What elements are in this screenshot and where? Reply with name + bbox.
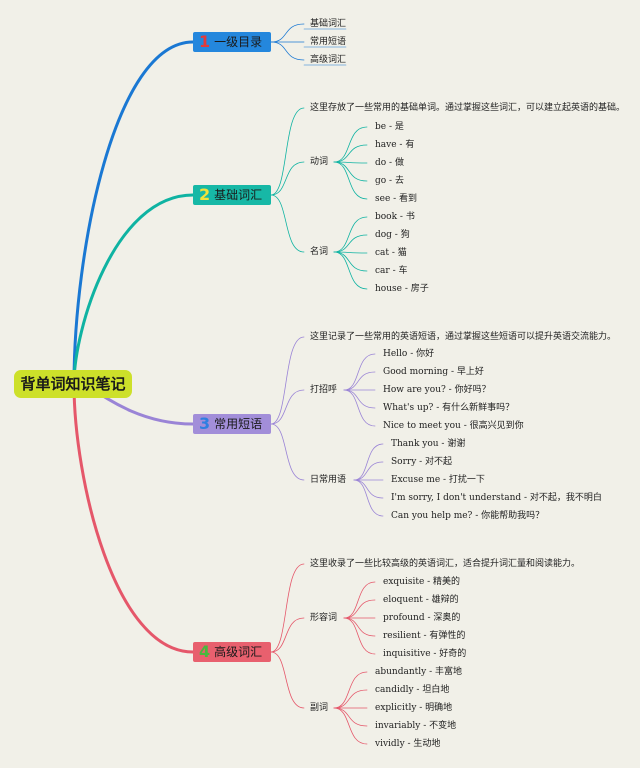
- group-label[interactable]: 副词: [310, 703, 329, 713]
- group-connector: [270, 194, 305, 253]
- item-connector: [333, 234, 368, 253]
- category-label: 基础词汇: [214, 188, 263, 202]
- item-connector: [343, 581, 376, 619]
- group-connector: [270, 389, 305, 425]
- item-connector: [343, 389, 376, 409]
- vocab-item[interactable]: book - 书: [375, 212, 415, 222]
- item-connector: [343, 617, 376, 637]
- vocab-item[interactable]: have - 有: [375, 140, 415, 150]
- vocab-item[interactable]: be - 是: [375, 122, 404, 132]
- vocab-item[interactable]: car - 车: [375, 266, 408, 276]
- branch-line-2: [72, 193, 195, 386]
- vocab-item[interactable]: What's up? - 有什么新鲜事吗？: [383, 403, 515, 413]
- vocab-item[interactable]: inquisitive - 好奇的: [383, 649, 467, 659]
- category-number: 4: [199, 642, 211, 661]
- vocab-item[interactable]: abundantly - 丰富地: [375, 667, 462, 677]
- item-connector: [333, 689, 368, 709]
- directory-leaf[interactable]: 基础词汇: [310, 19, 347, 29]
- group-connector: [270, 617, 305, 653]
- item-connector: [353, 443, 384, 481]
- vocab-item[interactable]: How are you? - 你好吗？: [383, 385, 491, 395]
- vocab-item[interactable]: Can you help me? - 你能帮助我吗？: [391, 511, 545, 521]
- vocab-item[interactable]: dog - 狗: [375, 230, 410, 240]
- vocab-item[interactable]: Thank you - 谢谢: [391, 439, 466, 449]
- item-connector: [353, 461, 384, 481]
- group-connector: [270, 651, 305, 709]
- item-connector: [333, 161, 368, 182]
- vocab-item[interactable]: Sorry - 对不起: [391, 457, 453, 467]
- leaf-connector: [270, 41, 305, 61]
- branch-description: 这里存放了一些常用的基础单词。通过掌握这些词汇，可以建立起英语的基础。: [310, 103, 626, 113]
- category-label: 高级词汇: [214, 645, 263, 659]
- item-connector: [333, 144, 368, 163]
- vocab-item[interactable]: explicitly - 明确地: [375, 703, 453, 713]
- item-connector: [343, 389, 376, 427]
- category-number: 1: [199, 32, 211, 51]
- group-label[interactable]: 动词: [310, 157, 329, 167]
- vocab-item[interactable]: do - 做: [375, 158, 404, 168]
- desc-connector: [270, 336, 305, 425]
- vocab-item[interactable]: invariably - 不变地: [375, 721, 457, 731]
- branch-description: 这里记录了一些常用的英语短语，通过掌握这些短语可以提升英语交流能力。: [310, 332, 617, 342]
- item-connector: [333, 161, 368, 200]
- branch-description: 这里收录了一些比较高级的英语词汇，适合提升词汇量和阅读能力。: [310, 559, 581, 569]
- vocab-item[interactable]: resilient - 有弹性的: [383, 631, 466, 641]
- item-connector: [343, 353, 376, 391]
- item-connector: [343, 371, 376, 391]
- item-connector: [353, 479, 384, 517]
- group-connector: [270, 423, 305, 481]
- group-connector: [270, 161, 305, 196]
- directory-leaf[interactable]: 常用短语: [310, 37, 347, 47]
- vocab-item[interactable]: cat - 猫: [375, 248, 407, 258]
- leaf-connector: [270, 23, 305, 43]
- category-label: 一级目录: [214, 35, 263, 49]
- vocab-item[interactable]: profound - 深奥的: [383, 613, 461, 623]
- group-label[interactable]: 打招呼: [310, 385, 338, 395]
- vocab-item[interactable]: Good morning - 早上好: [383, 367, 484, 377]
- vocab-item[interactable]: eloquent - 雄辩的: [383, 595, 459, 605]
- group-label[interactable]: 日常用语: [310, 475, 347, 485]
- vocab-item[interactable]: Hello - 你好: [383, 349, 435, 359]
- item-connector: [333, 216, 368, 253]
- item-connector: [333, 251, 368, 290]
- vocab-item[interactable]: vividly - 生动地: [375, 739, 441, 749]
- branch-line-1: [72, 40, 195, 386]
- vocab-item[interactable]: see - 看到: [375, 194, 418, 204]
- vocab-item[interactable]: exquisite - 精美的: [383, 577, 461, 587]
- item-connector: [333, 251, 368, 272]
- vocab-item[interactable]: go - 去: [375, 176, 404, 186]
- group-label[interactable]: 形容词: [310, 613, 338, 623]
- item-connector: [343, 599, 376, 619]
- category-number: 2: [199, 185, 211, 204]
- vocab-item[interactable]: candidly - 坦白地: [375, 685, 450, 695]
- group-label[interactable]: 名词: [310, 247, 329, 257]
- item-connector: [333, 671, 368, 709]
- category-label: 常用短语: [214, 417, 263, 431]
- desc-connector: [270, 563, 305, 653]
- branch-line-4: [72, 382, 195, 654]
- category-number: 3: [199, 414, 211, 433]
- desc-connector: [270, 107, 305, 196]
- item-connector: [353, 479, 384, 499]
- item-connector: [343, 617, 376, 655]
- item-connector: [333, 126, 368, 163]
- item-connector: [333, 707, 368, 745]
- directory-leaf[interactable]: 高级词汇: [310, 55, 347, 65]
- vocab-item[interactable]: Nice to meet you - 很高兴见到你: [383, 421, 524, 431]
- root-node[interactable]: 背单词知识笔记: [14, 370, 132, 398]
- item-connector: [333, 707, 368, 727]
- vocab-item[interactable]: house - 房子: [375, 284, 429, 294]
- vocab-item[interactable]: Excuse me - 打扰一下: [391, 475, 485, 485]
- vocab-item[interactable]: I'm sorry, I don't understand - 对不起，我不明白: [391, 493, 602, 503]
